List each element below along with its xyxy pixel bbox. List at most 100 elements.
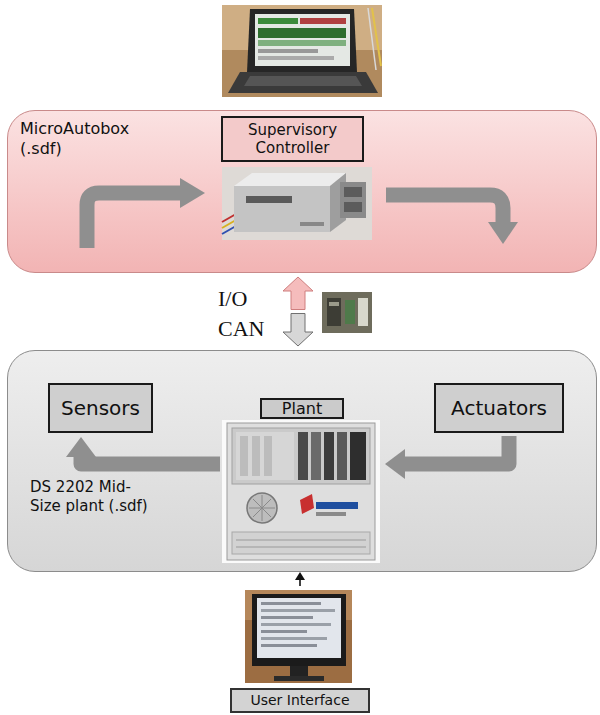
- microautobox-photo-part: [234, 173, 346, 186]
- simulator-photo-part: [222, 420, 380, 563]
- laptop-photo-part: [244, 76, 362, 86]
- simulator-photo-part: [249, 508, 275, 509]
- node-label: DS 2202 Mid-Size plant (.sdf): [30, 478, 152, 516]
- monitor-photo-part: [290, 666, 308, 676]
- laptop-photo-part: [258, 40, 346, 46]
- connector-photo-part: [322, 292, 372, 333]
- flow-arrow: [386, 195, 518, 244]
- simulator-photo-part: [316, 502, 358, 509]
- bus-label: CAN: [218, 316, 264, 342]
- monitor-photo-part: [245, 590, 352, 620]
- laptop-photo-part: [222, 5, 382, 50]
- node-label: Actuators: [451, 396, 547, 420]
- simulator-photo-part: [262, 495, 263, 521]
- monitor-photo: [245, 590, 352, 683]
- flow-arrow: [87, 178, 205, 248]
- node-label: User Interface: [230, 688, 370, 713]
- simulator-photo-part: [253, 499, 271, 517]
- laptop-photo-part: [228, 72, 378, 93]
- flow-arrow-head: [385, 449, 405, 479]
- connector-photo-part: [327, 298, 341, 326]
- microautobox-photo-part: [234, 186, 330, 232]
- label-holder: CAN: [218, 316, 264, 342]
- simulator-photo-part: [337, 432, 347, 480]
- simulator-photo-part: [236, 432, 294, 480]
- monitor-photo-part: [261, 637, 327, 640]
- simulator-photo-part: [232, 428, 370, 484]
- microautobox-photo: [222, 167, 372, 240]
- flow-arrow-part: [488, 222, 518, 244]
- monitor-photo-part: [261, 630, 307, 633]
- simulator-photo-part: [350, 432, 366, 480]
- simulator-photo-part: [298, 432, 308, 480]
- monitor-photo-part: [261, 623, 331, 626]
- monitor-photo-part: [257, 598, 341, 658]
- simulator-photo-part: [252, 436, 260, 476]
- laptop-photo-part: [372, 8, 381, 66]
- microautobox-photo-part: [344, 187, 362, 197]
- connector-photo-part: [329, 302, 339, 306]
- laptop-photo-part: [258, 28, 346, 38]
- sensor-box: Sensors: [48, 383, 153, 433]
- signal-arrow: [283, 314, 313, 347]
- laptop-photo-part: [258, 56, 334, 60]
- laptop-photo-part: [258, 18, 298, 24]
- flow-arrow-part: [180, 178, 205, 208]
- plant-group: Plant: [223, 398, 381, 566]
- monitor-photo-part: [252, 594, 346, 666]
- node-label: MicroAutobox (.sdf): [20, 119, 155, 159]
- simulator-photo: [222, 420, 380, 563]
- microautobox-photo-part: [330, 173, 346, 232]
- flow-arrow: [385, 436, 509, 479]
- flow-arrow-line: [81, 457, 220, 464]
- laptop-photo-part: [300, 18, 346, 24]
- microautobox-photo-part: [222, 167, 372, 240]
- microautobox-photo-part: [222, 214, 236, 222]
- simulator-photo-part: [253, 499, 271, 517]
- monitor-photo-part: [261, 609, 335, 612]
- user-interface-group: User Interface: [230, 588, 370, 713]
- simulator-photo-part: [236, 547, 366, 548]
- connector-photo-part: [345, 300, 355, 324]
- node-label: Sensors: [61, 396, 140, 420]
- microautobox-photo-part: [340, 182, 366, 218]
- controller-band: MicroAutobox (.sdf) Supervisory Controlle…: [7, 110, 597, 273]
- monitor-photo-part: [261, 616, 313, 619]
- laptop-photo-part: [255, 14, 350, 66]
- simulator-photo-part: [300, 494, 314, 514]
- controller-box: Supervisory Controller: [221, 116, 364, 162]
- node-label: Plant: [260, 398, 344, 419]
- laptop-photo: [222, 5, 382, 97]
- simulator-photo-part: [316, 512, 346, 516]
- flow-arrow-part: [87, 193, 182, 248]
- simulator-photo-part: [236, 540, 366, 541]
- monitor-photo-part: [245, 590, 352, 683]
- monitor-photo-part: [274, 676, 324, 681]
- microautobox-photo-part: [300, 222, 324, 226]
- monitor-photo-part: [261, 644, 317, 647]
- simulator-photo-part: [311, 432, 321, 480]
- label-holder: I/O: [218, 286, 247, 312]
- laptop-photo-part: [258, 49, 318, 53]
- simulator-photo-part: [240, 436, 248, 476]
- microautobox-photo-part: [222, 226, 236, 234]
- plant-band: DS 2202 Mid-Size plant (.sdf) Sensors Plan…: [7, 350, 597, 572]
- flow-arrow: [66, 437, 220, 464]
- interface-label: I/O: [218, 286, 247, 312]
- simulator-photo-part: [264, 436, 272, 476]
- actuator-box: Actuators: [434, 383, 564, 433]
- connector-photo: [322, 292, 372, 333]
- flow-arrow-part: [386, 195, 503, 224]
- input-arrow-line: [299, 580, 301, 586]
- simulator-photo-part: [227, 423, 375, 560]
- simulator-photo-part: [232, 532, 370, 554]
- signal-arrow: [283, 277, 313, 310]
- laptop-photo-part: [368, 8, 376, 70]
- laptop-photo-part: [247, 9, 357, 72]
- input-arrow: [295, 572, 305, 586]
- input-arrow-head: [295, 572, 305, 580]
